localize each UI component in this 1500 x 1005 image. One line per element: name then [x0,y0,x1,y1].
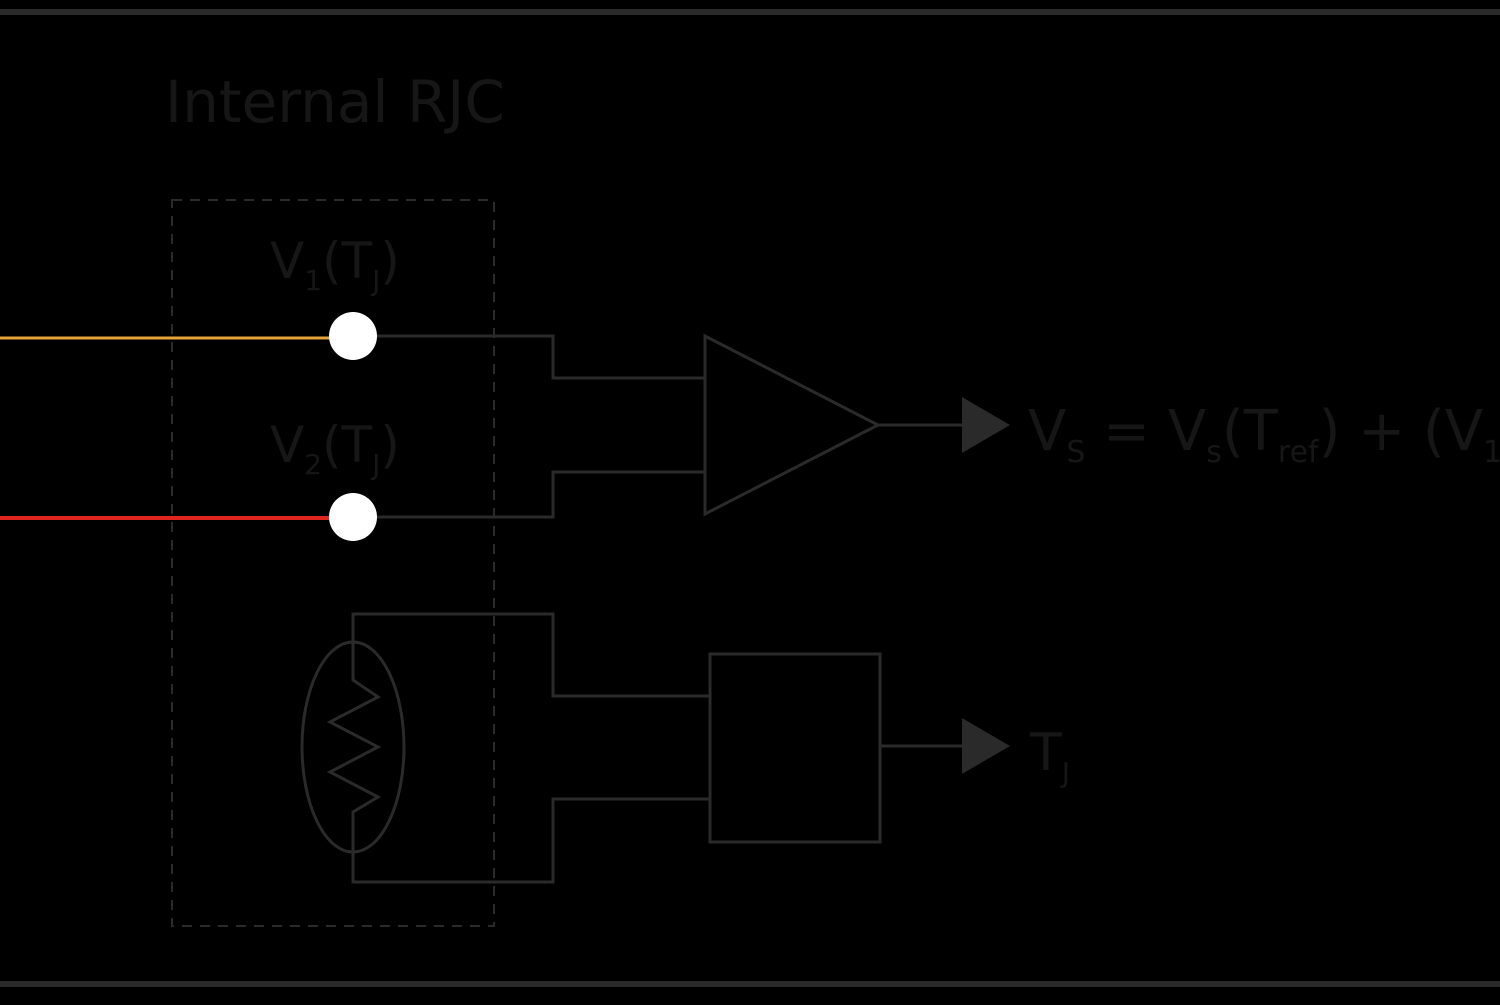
top-junction-node [329,312,377,360]
top-node-label: V1(TJ) [270,232,400,297]
output-equation: VS = Vs(Tref) + (V1( [1028,399,1500,470]
wire-top-to-amp [352,334,705,380]
thermistor-loop-bottom [351,797,710,884]
amplifier-icon [703,333,882,517]
arrow-right-icon [962,397,1010,453]
bottom-junction-node [329,493,377,541]
processing-block [708,652,882,844]
arrow-right-icon-2 [962,718,1010,774]
wire-bottom-to-amp [352,470,705,519]
rjc-dashed-box [171,199,495,927]
thermistor-icon [300,640,406,854]
output-temp-label: TJ [1029,723,1070,789]
resistor-zigzag [326,660,382,836]
bottom-node-label: V2(TJ) [270,416,400,481]
thermistor-loop-top [351,612,710,698]
diagram-title: Internal RJC [165,68,505,136]
